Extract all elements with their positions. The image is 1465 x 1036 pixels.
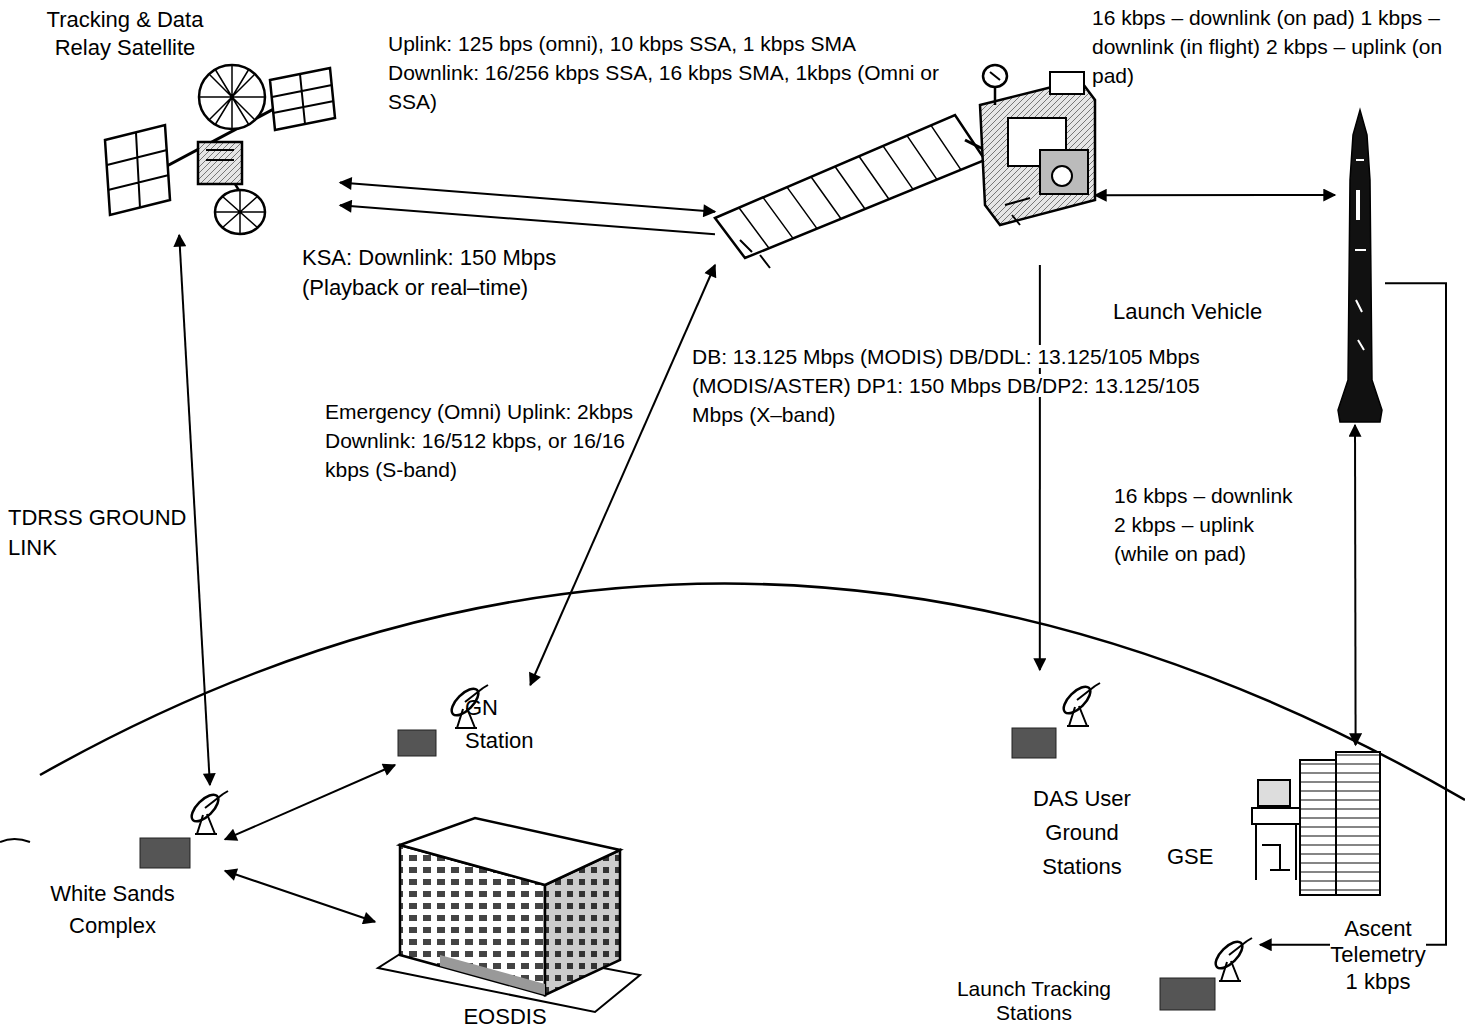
gn-station-antenna	[398, 730, 436, 756]
tdrs-satellite	[199, 65, 265, 129]
link-rate-label: TDRSS GROUND LINK	[8, 505, 186, 560]
tdrs-satellite	[215, 190, 265, 234]
eosdis-building	[378, 818, 640, 1012]
link-label-box: 16 kbps – downlink 2 kbps – uplink (whil…	[1114, 482, 1306, 569]
link-label-box: DB: 13.125 Mbps (MODIS) DB/DDL: 13.125/1…	[692, 343, 1252, 430]
das-antenna	[1059, 682, 1100, 726]
link-rate-label: 16 kbps – downlink 2 kbps – uplink (whil…	[1114, 484, 1293, 565]
node-label: Launch Vehicle	[1113, 298, 1262, 326]
satellite-node: Tracking & Data Relay Satellite	[100, 60, 340, 235]
gse-equipment	[1252, 808, 1300, 824]
tdrs-satellite	[198, 142, 242, 184]
node-label: White Sands Complex	[25, 878, 200, 942]
node-label: Launch Tracking Stations	[923, 977, 1145, 1024]
link-label-box: Emergency (Omni) Uplink: 2kbps Downlink:…	[325, 398, 643, 485]
ground-station-node: White Sands Complex	[25, 785, 240, 950]
ground-station-node: Launch Tracking Stations	[1155, 930, 1260, 1012]
node-label: Tracking & Data Relay Satellite	[25, 6, 225, 61]
spacecraft-node	[715, 60, 1095, 265]
data-link-arrow	[225, 871, 375, 922]
spacecraft	[1052, 166, 1072, 186]
launch-vehicle-rocket	[1338, 110, 1382, 422]
link-rate-label: Ascent Telemetry 1 kbps	[1330, 916, 1425, 994]
link-label-box: TDRSS GROUND LINK	[8, 503, 203, 564]
link-label-box: Uplink: 125 bps (omni), 10 kbps SSA, 1 k…	[388, 30, 948, 117]
link-rate-label: Emergency (Omni) Uplink: 2kbps Downlink:…	[325, 400, 633, 481]
node-label: EOSDIS	[435, 1004, 575, 1029]
node-label: GSE	[1167, 843, 1213, 871]
data-link-arrow	[225, 765, 395, 839]
ground-station-node: GN Station	[395, 685, 560, 765]
data-center-node: EOSDIS	[375, 800, 635, 1003]
launch-vehicle-node: Launch Vehicle	[1335, 110, 1385, 425]
data-link-arrow	[340, 183, 715, 212]
tracking-antenna	[1211, 937, 1252, 981]
earth-horizon-edge	[0, 839, 30, 842]
data-link-arrow	[1039, 265, 1041, 670]
node-label: GN Station	[465, 691, 545, 757]
tdrs-satellite	[270, 68, 335, 130]
white-sands-antenna	[140, 790, 228, 868]
data-link-arrow	[530, 265, 715, 685]
gse-equipment	[1256, 824, 1296, 880]
gse-equipment	[1300, 760, 1336, 895]
launch-vehicle-rocket	[1355, 160, 1366, 350]
tracking-antenna	[1160, 978, 1215, 1010]
tdrs-satellite	[105, 65, 335, 234]
earth-horizon	[40, 584, 1465, 800]
spacecraft	[740, 240, 770, 268]
node-label: DAS User Ground Stations	[1007, 782, 1157, 884]
gse-equipment	[1252, 752, 1380, 895]
eosdis-building	[440, 955, 545, 995]
spacecraft	[1050, 72, 1084, 94]
tdrs-satellite	[215, 190, 265, 234]
white-sands-antenna	[187, 790, 228, 834]
das-antenna	[1012, 682, 1100, 758]
tdrs-satellite	[199, 65, 265, 129]
ground-station-node: DAS User Ground Stations	[1005, 670, 1150, 885]
das-antenna	[1012, 728, 1056, 758]
spacecraft	[990, 72, 1000, 80]
link-label-box: Ascent Telemetry 1 kbps	[1322, 916, 1434, 995]
spacecraft	[1040, 150, 1088, 194]
eosdis-building	[400, 818, 620, 885]
tdrs-satellite	[206, 150, 234, 160]
spacecraft	[980, 80, 1095, 225]
tdrs-satellite	[272, 74, 334, 124]
equipment-node: GSE	[1245, 745, 1385, 900]
spacecraft	[1005, 198, 1030, 225]
spacecraft	[715, 65, 1095, 268]
data-link-arrow	[1354, 425, 1357, 745]
launch-vehicle-rocket	[1338, 110, 1382, 422]
tdrs-satellite	[107, 133, 169, 208]
link-rate-label: KSA: Downlink: 150 Mbps (Playback or rea…	[302, 245, 556, 300]
gse-equipment	[1336, 752, 1380, 895]
link-label-box: KSA: Downlink: 150 Mbps (Playback or rea…	[302, 243, 612, 304]
link-rate-label: 16 kbps – downlink (on pad) 1 kbps – dow…	[1092, 6, 1442, 87]
spacecraft	[739, 125, 961, 248]
tdrs-satellite	[105, 125, 170, 215]
spacecraft	[715, 115, 985, 258]
white-sands-antenna	[140, 838, 190, 868]
launch-vehicle-rocket	[1356, 190, 1360, 220]
data-link-arrow	[1095, 194, 1335, 196]
data-link-arrow	[1260, 283, 1446, 945]
link-label-box: 16 kbps – downlink (on pad) 1 kbps – dow…	[1092, 4, 1447, 91]
data-link-arrow	[340, 205, 715, 234]
tracking-antenna	[1160, 937, 1252, 1010]
gse-equipment	[1258, 780, 1290, 806]
link-rate-label: DB: 13.125 Mbps (MODIS) DB/DDL: 13.125/1…	[692, 345, 1200, 426]
link-rate-label: Uplink: 125 bps (omni), 10 kbps SSA, 1 k…	[388, 32, 939, 113]
gse-equipment	[1262, 845, 1290, 870]
spacecraft	[983, 65, 1007, 87]
